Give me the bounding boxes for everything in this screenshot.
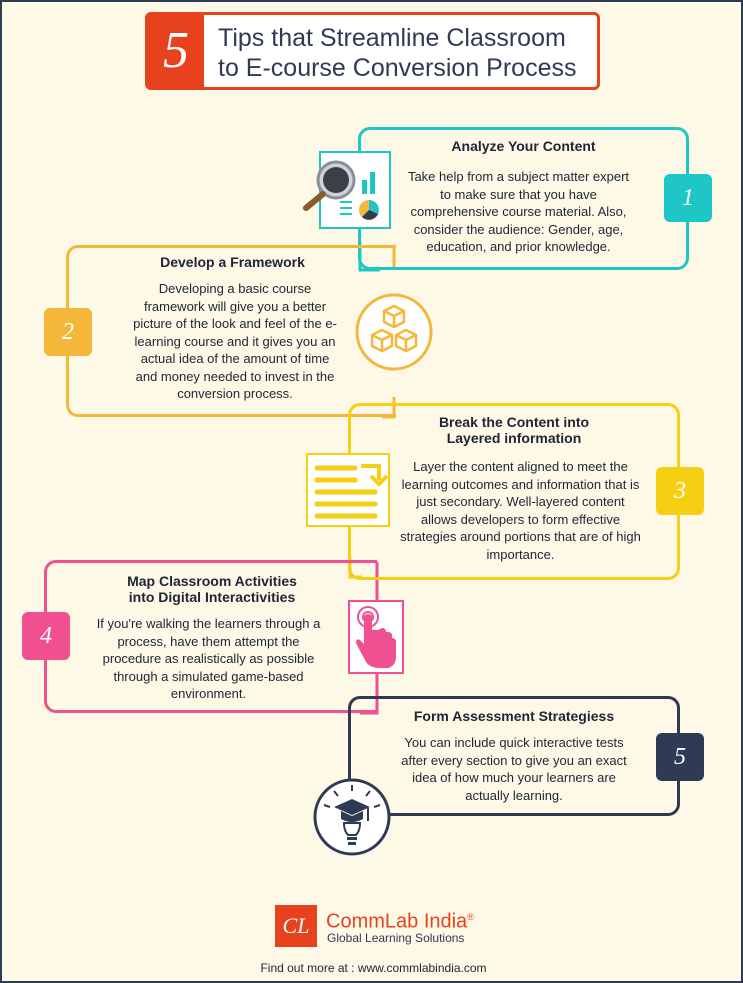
step-2-body: Developing a basic course framework will…	[133, 281, 337, 401]
step-5-badge: 5	[656, 733, 704, 781]
registered-mark: ®	[467, 912, 474, 922]
step-4-badge: 4	[22, 612, 70, 660]
step-3-title: Break the Content into Layered informati…	[351, 414, 677, 446]
page-title-line1: Tips that Streamline Classroom	[218, 24, 566, 52]
step-card-4: Map Classroom Activities into Digital In…	[44, 560, 377, 713]
step-5-title: Form Assessment Strategiess	[413, 708, 615, 724]
footer-link[interactable]: Find out more at : www.commlabindia.com	[260, 961, 487, 975]
step-card-1: Analyze Your Content Take help from a su…	[358, 127, 689, 270]
graduation-bulb-icon	[313, 778, 391, 856]
magnifier-chart-icon	[303, 151, 391, 229]
page-title-line2: to E-course Conversion Process	[218, 54, 577, 82]
step-4-body: If you're walking the learners through a…	[96, 616, 321, 701]
title-banner: 5 Tips that Streamline Classroom to E-co…	[145, 12, 600, 90]
step-3-title-line1: Break the Content into	[438, 414, 590, 430]
document-layers-icon	[306, 453, 390, 527]
step-2-title: Develop a Framework	[160, 254, 305, 270]
connector-4b	[360, 674, 379, 715]
step-3-title-line2: Layered information	[446, 430, 582, 446]
step-5-body: You can include quick interactive tests …	[401, 735, 627, 803]
step-2-badge: 2	[44, 308, 92, 356]
step-card-3: Break the Content into Layered informati…	[348, 403, 680, 580]
step-card-5: Form Assessment Strategiess You can incl…	[348, 696, 680, 816]
stacked-cubes-icon	[355, 293, 433, 371]
title-number: 5	[148, 15, 204, 87]
touch-hand-icon	[348, 600, 404, 674]
brand-logo: CL	[275, 905, 317, 947]
brand-name-text: CommLab India	[326, 910, 468, 933]
step-1-badge: 1	[664, 174, 712, 222]
step-1-body: Take help from a subject matter expert t…	[407, 169, 630, 254]
step-4-title: Map Classroom Activities into Digital In…	[47, 573, 377, 605]
page-title: Tips that Streamline Classroom to E-cour…	[218, 23, 598, 83]
step-3-badge: 3	[656, 467, 704, 515]
step-1-title: Analyze Your Content	[451, 138, 596, 154]
brand-logo-letters: CL	[282, 913, 310, 938]
step-4-title-line1: Map Classroom Activities	[127, 573, 297, 589]
brand-name: CommLab India®	[326, 906, 474, 933]
step-3-body: Layer the content aligned to meet the le…	[400, 459, 641, 562]
brand-tagline: Global Learning Solutions	[327, 931, 465, 945]
step-4-title-line2: into Digital Interactivities	[128, 589, 296, 605]
step-card-2: Develop a Framework Developing a basic c…	[66, 245, 396, 417]
